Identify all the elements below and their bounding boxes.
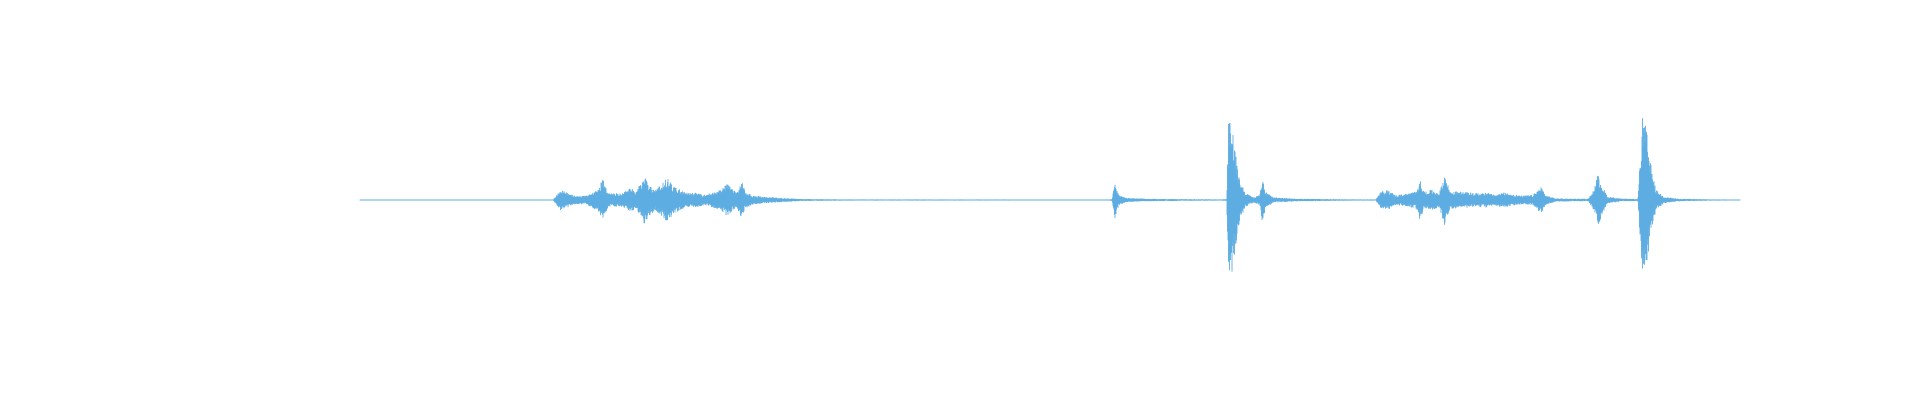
waveform-series <box>359 118 1741 272</box>
plot-area <box>359 118 1741 272</box>
